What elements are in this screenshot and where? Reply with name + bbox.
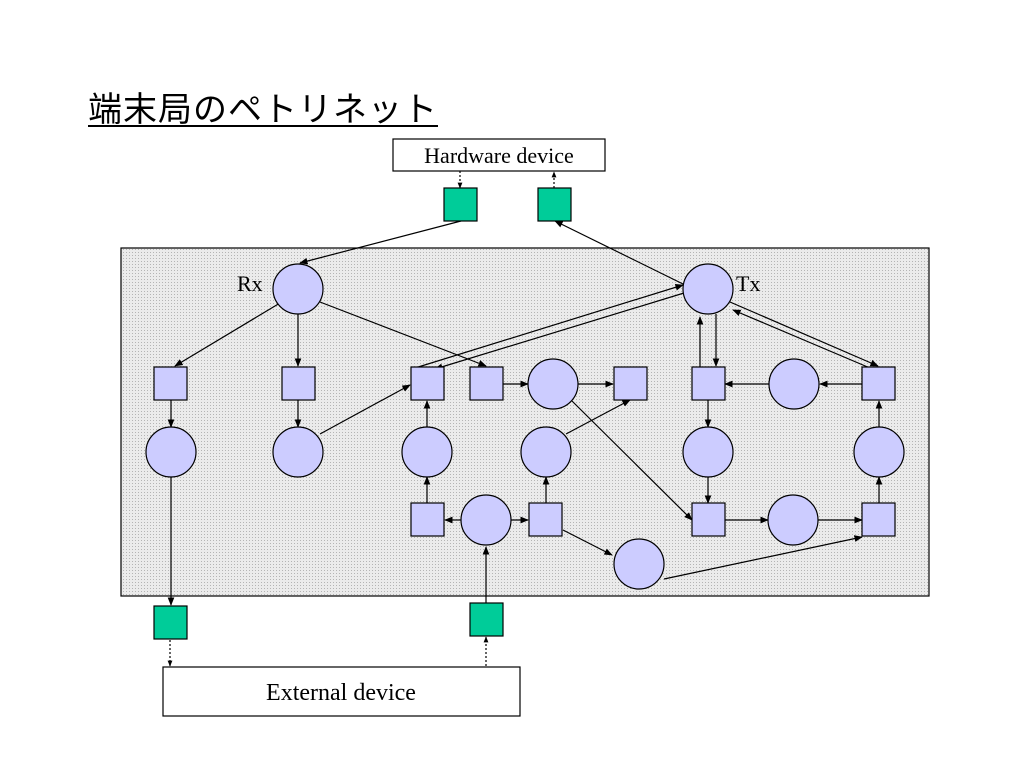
external-device-label: External device [266,680,416,706]
external-device-box: External device [162,666,521,717]
transition [691,366,726,401]
place [682,426,734,478]
rx-place [272,263,324,315]
transition [281,366,316,401]
arc [729,301,879,367]
transition [861,502,896,537]
arc [174,302,281,367]
net-background [120,247,930,597]
transition [410,366,445,401]
arc [562,529,613,556]
arc [414,284,684,369]
hw-output-transition [537,187,572,222]
arc [299,220,462,265]
arc [434,292,685,371]
transition [861,366,896,401]
transition [528,502,563,537]
arc [571,400,693,521]
place [768,358,820,410]
tx-place [682,263,734,315]
place [145,426,197,478]
external-output-transition [153,605,188,640]
hardware-device-label: Hardware device [424,143,574,168]
hardware-device-box: Hardware device [392,138,606,172]
place [767,494,819,546]
external-input-transition [469,602,504,637]
page-title: 端末局のペトリネット [88,90,438,130]
place [613,538,665,590]
arc [319,384,411,435]
place [520,426,572,478]
arc [565,399,631,435]
arc [663,535,863,580]
transition [613,366,648,401]
place [401,426,453,478]
transition [153,366,188,401]
transition [469,366,504,401]
place [460,494,512,546]
tx-label: Tx [736,271,760,296]
place [272,426,324,478]
arc [554,220,684,285]
rx-label: Rx [237,271,263,296]
place [853,426,905,478]
transition [410,502,445,537]
hw-input-transition [443,187,478,222]
arc [732,309,871,369]
transition [691,502,726,537]
arc [319,301,487,367]
place [527,358,579,410]
